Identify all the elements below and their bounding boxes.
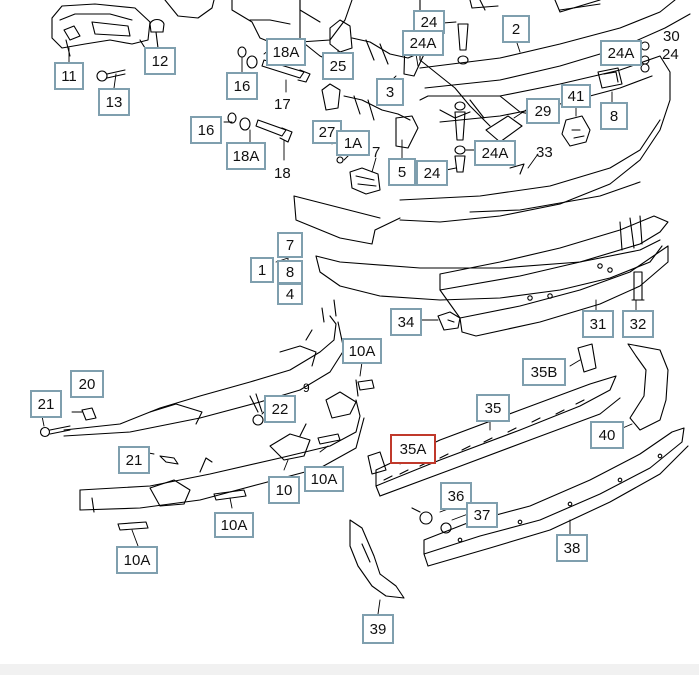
part-12 bbox=[149, 18, 165, 49]
callout-1A[interactable]: 1A bbox=[336, 130, 370, 156]
callout-8-right[interactable]: 8 bbox=[600, 102, 628, 130]
side-bracket-40 bbox=[627, 343, 669, 431]
label-7-top[interactable]: 7 bbox=[372, 144, 381, 161]
bracket-part-11 bbox=[51, 3, 151, 57]
callout-21-mid[interactable]: 21 bbox=[118, 446, 150, 474]
callout-21-left[interactable]: 21 bbox=[30, 390, 62, 418]
callout-24A-right[interactable]: 24A bbox=[600, 40, 642, 66]
callout-16-mid[interactable]: 16 bbox=[190, 116, 222, 144]
callout-7-mid[interactable]: 7 bbox=[277, 232, 303, 258]
svg-text:9: 9 bbox=[303, 381, 310, 395]
callout-20[interactable]: 20 bbox=[70, 370, 104, 398]
callout-35[interactable]: 35 bbox=[476, 394, 510, 422]
clip-34 bbox=[437, 311, 461, 331]
label-30[interactable]: 30 bbox=[663, 28, 680, 45]
callout-35B[interactable]: 35B bbox=[522, 358, 566, 386]
lower-trim-31 bbox=[439, 215, 669, 337]
callout-24A-mid[interactable]: 24A bbox=[474, 140, 516, 166]
callout-31[interactable]: 31 bbox=[582, 310, 614, 338]
callout-22[interactable]: 22 bbox=[264, 395, 296, 423]
callout-12[interactable]: 12 bbox=[144, 47, 176, 75]
callout-40[interactable]: 40 bbox=[590, 421, 624, 449]
bumper-carrier: 9 bbox=[63, 299, 365, 513]
callout-8-mid[interactable]: 8 bbox=[277, 260, 303, 284]
callout-1[interactable]: 1 bbox=[250, 257, 274, 283]
label-18[interactable]: 18 bbox=[274, 165, 291, 182]
callout-2[interactable]: 2 bbox=[502, 15, 530, 43]
callout-39[interactable]: 39 bbox=[362, 614, 394, 644]
bumper-cover bbox=[293, 0, 691, 301]
callout-11[interactable]: 11 bbox=[54, 62, 84, 90]
callout-5[interactable]: 5 bbox=[388, 158, 416, 186]
callout-18A-mid[interactable]: 18A bbox=[226, 142, 266, 170]
callout-34[interactable]: 34 bbox=[390, 308, 422, 336]
callout-10A-mid[interactable]: 10A bbox=[214, 512, 254, 538]
callout-37[interactable]: 37 bbox=[466, 502, 498, 528]
label-33[interactable]: 33 bbox=[536, 144, 553, 161]
callout-10A-right[interactable]: 10A bbox=[304, 466, 344, 492]
bottom-edge bbox=[0, 664, 699, 675]
callout-32[interactable]: 32 bbox=[622, 310, 654, 338]
strips-10A bbox=[117, 379, 375, 531]
label-24-right[interactable]: 24 bbox=[662, 46, 679, 63]
label-17[interactable]: 17 bbox=[274, 96, 291, 113]
small-fasteners bbox=[39, 393, 264, 465]
callout-10A-top[interactable]: 10A bbox=[342, 338, 382, 364]
callout-24A-top[interactable]: 24A bbox=[402, 30, 444, 56]
callout-38[interactable]: 38 bbox=[556, 534, 588, 562]
callout-3[interactable]: 3 bbox=[376, 78, 404, 106]
callout-41[interactable]: 41 bbox=[561, 84, 591, 108]
callout-35A-selected[interactable]: 35A bbox=[390, 434, 436, 464]
callout-29[interactable]: 29 bbox=[526, 98, 560, 124]
callout-10[interactable]: 10 bbox=[268, 476, 300, 504]
callout-24-mid[interactable]: 24 bbox=[416, 160, 448, 186]
callout-25[interactable]: 25 bbox=[322, 52, 354, 80]
side-bracket-39 bbox=[349, 519, 405, 599]
callout-10A-bottom[interactable]: 10A bbox=[116, 546, 158, 574]
bolt-13 bbox=[96, 69, 126, 82]
callout-13[interactable]: 13 bbox=[98, 88, 130, 116]
callout-16-top[interactable]: 16 bbox=[226, 72, 258, 100]
right-small-parts bbox=[454, 23, 650, 301]
callout-18A-top[interactable]: 18A bbox=[266, 38, 306, 66]
callout-4[interactable]: 4 bbox=[277, 283, 303, 305]
